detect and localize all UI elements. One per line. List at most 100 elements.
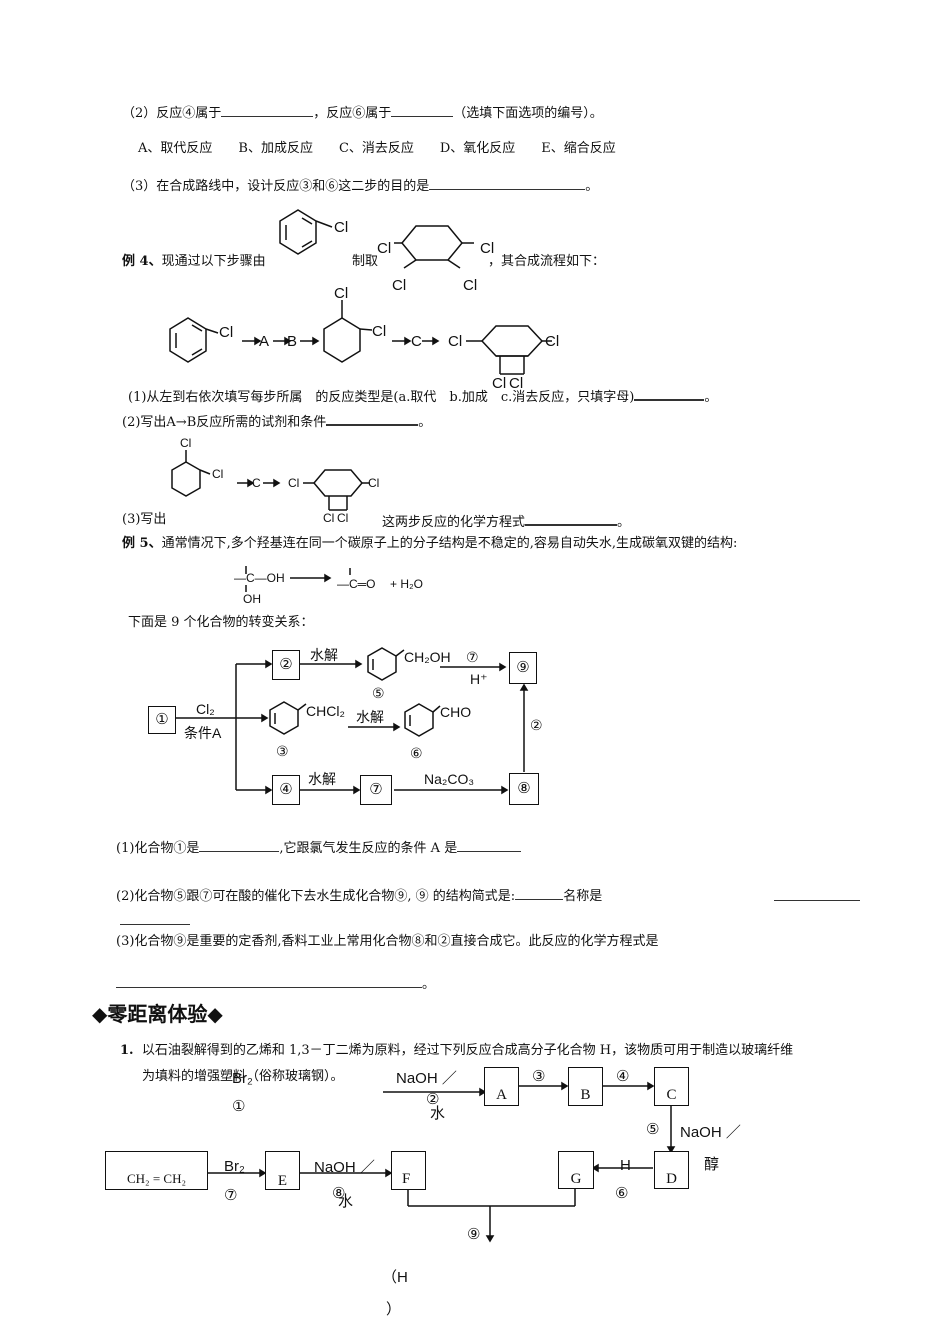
cl-label: Cl (288, 476, 299, 490)
ex4-sub2: (2)写出A→B反应所需的试剂和条件。 (122, 412, 431, 431)
ex5-label: 例 5、 (122, 536, 162, 551)
hydrolysis-label: 水解 (308, 771, 336, 787)
benzyl-alcohol-ring (367, 647, 405, 681)
naoh-label: NaOH ／ (314, 1159, 375, 1176)
step-9-num: ⑨ (467, 1226, 480, 1243)
ex4-intro: 例 4、现通过以下步骤由 (122, 254, 266, 270)
eq-water: + H₂O (390, 577, 423, 591)
ex5-sub1-text2: ,它跟氯气发生反应的条件 A 是 (279, 841, 458, 856)
answer-blank[interactable] (515, 887, 564, 900)
cl-label: Cl (337, 511, 348, 525)
compound-e-box: E (265, 1151, 300, 1190)
ex5-sub3-answer: 。 (116, 975, 435, 993)
answer-blank[interactable] (774, 888, 860, 901)
cl2-label: Cl₂ (196, 701, 215, 717)
answer-blank[interactable] (326, 412, 419, 426)
water-label: 水 (338, 1193, 353, 1210)
cl-label: Cl (492, 375, 506, 392)
alcohol-label: 醇 (704, 1156, 719, 1173)
answer-blank[interactable] (634, 387, 705, 401)
cl-label: Cl (180, 436, 191, 450)
answer-blank[interactable] (120, 912, 190, 925)
compound-6-num: ⑥ (410, 745, 423, 761)
step-2-num: ② (426, 1091, 439, 1108)
ex5-sub2-text2: 名称是 (563, 889, 603, 904)
ethylene-box: CH₂ = CH₂ (105, 1151, 208, 1190)
cl-label: Cl (448, 333, 462, 350)
answer-blank[interactable] (457, 839, 522, 852)
sub3-dichloro-structure (171, 450, 211, 497)
answer-blank[interactable] (391, 104, 454, 117)
q2-options: A、取代反应 B、加成反应 C、消去反应 D、氧化反应 E、缩合反应 (138, 141, 616, 156)
ex4-sub3-end: 。 (617, 515, 631, 530)
hydrolysis-label: 水解 (310, 647, 338, 663)
answer-blank[interactable] (199, 839, 280, 852)
ex5-flow-intro: 下面是 9 个化合物的转变关系： (128, 615, 314, 630)
ex5-sub3: (3)化合物⑨是重要的定香剂,香料工业上常用化合物⑧和②直接合成它。此反应的化学… (116, 934, 659, 949)
naoh-label: NaOH ／ (680, 1124, 741, 1141)
flow-c: C (411, 333, 422, 350)
step-1-num: ① (232, 1098, 245, 1115)
cl-label: Cl (334, 285, 348, 302)
cl-label: Cl (219, 324, 233, 341)
step-3-num: ③ (532, 1068, 545, 1085)
cl-label: Cl (545, 333, 559, 350)
hplus-label: H⁺ (470, 671, 488, 687)
hydrolysis-label: 水解 (356, 709, 384, 725)
compound-3-num: ③ (276, 743, 289, 759)
q3-prefix: （3）在合成路线中，设计反应③和⑥这二步的目的是 (122, 179, 430, 194)
flow-a: A (259, 333, 269, 350)
ex4-sub3: 这两步反应的化学方程式。 (382, 512, 630, 531)
answer-blank[interactable] (525, 512, 618, 526)
compound-f-box: F (391, 1151, 426, 1190)
cl-label: Cl (480, 240, 494, 257)
step-7-num: ⑦ (224, 1187, 237, 1204)
compound-8-box: ⑧ (509, 773, 539, 805)
compound-7-box: ⑦ (360, 775, 392, 805)
section-title: ◆零距离体验◆ (92, 1002, 223, 1026)
cl-label: Cl (368, 476, 379, 490)
ex5-sub3-end: 。 (422, 977, 436, 992)
cl-label: Cl (323, 511, 334, 525)
p1-number: 1. (120, 1043, 134, 1058)
answer-blank[interactable] (116, 975, 422, 988)
ex4-text2: 制取 (352, 254, 379, 269)
ex5-sub2-text: (2)化合物⑤跟⑦可在酸的催化下去水生成化合物⑨, ⑨ 的结构简式是: (116, 889, 516, 904)
benzal-chloride-ring (269, 701, 307, 735)
p1-line1-text: 以石油裂解得到的乙烯和 1,3－丁二烯为原料，经过下列反应合成高分子化合物 H，… (141, 1043, 794, 1058)
compound-1-box: ① (148, 706, 176, 734)
ex4-sub1-text: (1)从左到右依次填写每步所属 的反应类型是(a.取代 b.加成 c.消去反应，… (128, 390, 635, 405)
q3-tail: 。 (585, 179, 599, 194)
answer-blank[interactable] (429, 177, 586, 190)
eq-left: —C—OH (234, 571, 285, 585)
compound-4-box: ④ (272, 775, 300, 805)
na2co3-label: Na₂CO₃ (424, 771, 474, 787)
q3-question: （3）在合成路线中，设计反应③和⑥这二步的目的是 。 (122, 177, 598, 195)
compound-d-box: D (654, 1151, 689, 1189)
compound-a-box: A (484, 1067, 519, 1106)
p1-line2: 为填料的增强塑料（俗称玻璃钢）。 (142, 1069, 344, 1084)
cl-label: Cl (463, 277, 477, 294)
cl-label: Cl (212, 467, 223, 481)
naoh-label: NaOH ／ (396, 1070, 457, 1087)
ex4-sub2-text: (2)写出A→B反应所需的试剂和条件 (122, 415, 327, 430)
ex4-text3: ，其合成流程如下： (488, 254, 606, 269)
ex4-text1: 现通过以下步骤由 (161, 254, 266, 269)
ex5-text: 通常情况下,多个羟基连在同一个碳原子上的分子结构是不稳定的,容易自动失水,生成碳… (161, 536, 738, 551)
step-5-num: ⑤ (646, 1121, 659, 1138)
ex5-sub1: (1)化合物①是,它跟氯气发生反应的条件 A 是 (116, 839, 522, 857)
h-label: H (620, 1157, 631, 1174)
ex4-label: 例 4、 (122, 254, 162, 269)
compound-5-num: ⑤ (372, 685, 385, 701)
water-label: 水 (430, 1105, 445, 1122)
flow-b: B (287, 333, 297, 350)
condition-a-label: 条件A (184, 725, 222, 741)
q2-question: （2）反应④属于，反应⑥属于（选填下面选项的编号）。 (122, 104, 603, 122)
flow-dichlorocyclohexane (323, 300, 373, 363)
compound-2-box: ② (272, 650, 300, 680)
ex4-sub1: (1)从左到右依次填写每步所属 的反应类型是(a.取代 b.加成 c.消去反应，… (128, 387, 717, 406)
h-product-open: （H (382, 1269, 408, 1286)
cl-label: Cl (372, 323, 386, 340)
answer-blank[interactable] (221, 104, 314, 117)
